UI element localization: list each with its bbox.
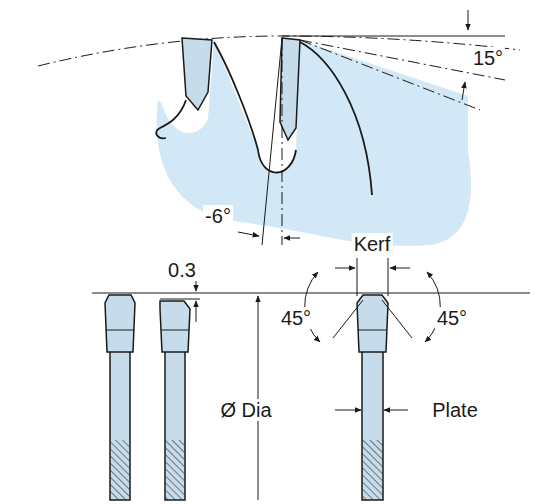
carbide-tip <box>182 38 212 110</box>
clearance-line <box>300 40 505 80</box>
blade-plate <box>110 350 130 500</box>
dimension-label: Ø Dia <box>218 399 273 421</box>
carbide-tip <box>105 295 135 352</box>
braze-line <box>161 330 189 331</box>
baseline <box>92 293 530 294</box>
extension-line <box>357 258 358 296</box>
angle-label: 45° <box>279 307 313 329</box>
dimension-label: Kerf <box>352 233 393 255</box>
bevel-line <box>382 300 412 338</box>
angle-label: 45° <box>435 307 469 329</box>
blade-plate <box>165 350 185 500</box>
plate-arrow <box>335 410 361 411</box>
blade-plate <box>362 350 383 500</box>
extension-line <box>388 258 389 296</box>
diameter-line <box>258 296 259 500</box>
carbide-tip <box>280 38 300 140</box>
section-hatch <box>165 440 185 500</box>
bevel-line <box>333 300 363 338</box>
braze-line <box>106 330 134 331</box>
angle-arrow <box>468 10 469 30</box>
dimension-arrow <box>196 301 197 322</box>
gullet <box>156 100 186 138</box>
blade-circle <box>38 36 520 66</box>
part-label: Plate <box>430 399 480 421</box>
dimension-label: 0.3 <box>166 259 198 281</box>
angle-label: 15° <box>471 47 505 69</box>
braze-line <box>358 330 387 331</box>
tooth-back <box>300 42 372 195</box>
angle-arrow <box>284 238 300 239</box>
axis-line <box>282 38 283 245</box>
kerf-arrow <box>335 268 355 269</box>
carbide-tip <box>357 295 388 352</box>
plate-arrow <box>384 410 408 411</box>
hook-line <box>262 38 282 245</box>
section-hatch <box>362 440 383 500</box>
dimension-line <box>160 299 200 300</box>
kerf-arrow <box>390 268 410 269</box>
angle-arrow <box>238 232 259 236</box>
clearance-line <box>300 40 480 110</box>
carbide-tip <box>160 301 190 352</box>
angle-arrow <box>462 82 465 100</box>
section-hatch <box>110 440 130 500</box>
reference-line <box>282 36 505 37</box>
angle-label: -6° <box>203 205 233 227</box>
